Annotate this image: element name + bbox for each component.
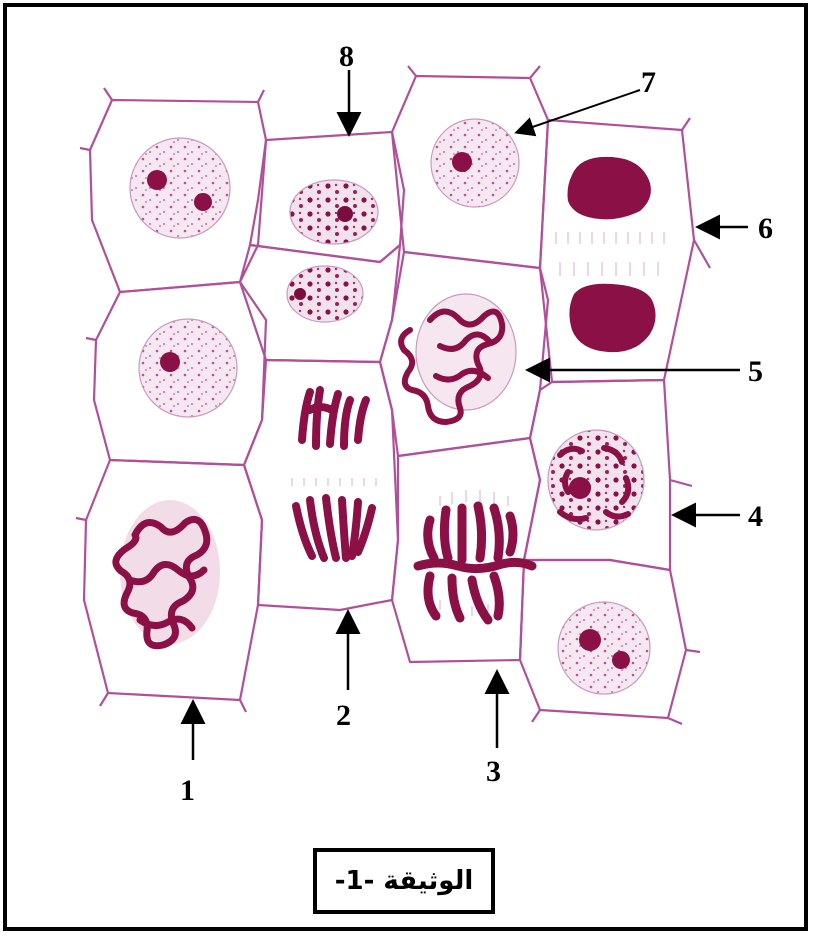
label-1: 1 bbox=[180, 774, 195, 807]
nucleus-c2-r2 bbox=[287, 266, 363, 322]
prophase-cell-1 bbox=[116, 500, 220, 646]
label-8: 8 bbox=[339, 40, 354, 73]
nucleus-c4-r3 bbox=[558, 602, 650, 694]
nucleus-c2-r1 bbox=[290, 180, 378, 244]
document-caption: الوثيقة -1- bbox=[335, 866, 474, 896]
caption-box: الوثيقة -1- bbox=[313, 848, 495, 914]
label-4: 4 bbox=[748, 500, 763, 533]
label-7: 7 bbox=[641, 66, 656, 99]
metaphase-cell-3 bbox=[418, 490, 532, 620]
prophase-cell-5 bbox=[401, 294, 516, 422]
label-2: 2 bbox=[336, 699, 351, 732]
anaphase-cell-2 bbox=[292, 390, 376, 558]
nucleus-c4-r2-prophase bbox=[548, 430, 644, 530]
telophase-cell-6 bbox=[556, 157, 664, 352]
nucleus-c1-r2 bbox=[139, 319, 237, 417]
label-3: 3 bbox=[486, 755, 501, 788]
nucleus-c3-r1 bbox=[431, 119, 519, 207]
nucleus-c1-r1 bbox=[130, 138, 230, 238]
label-5: 5 bbox=[748, 355, 763, 388]
label-6: 6 bbox=[758, 212, 773, 245]
